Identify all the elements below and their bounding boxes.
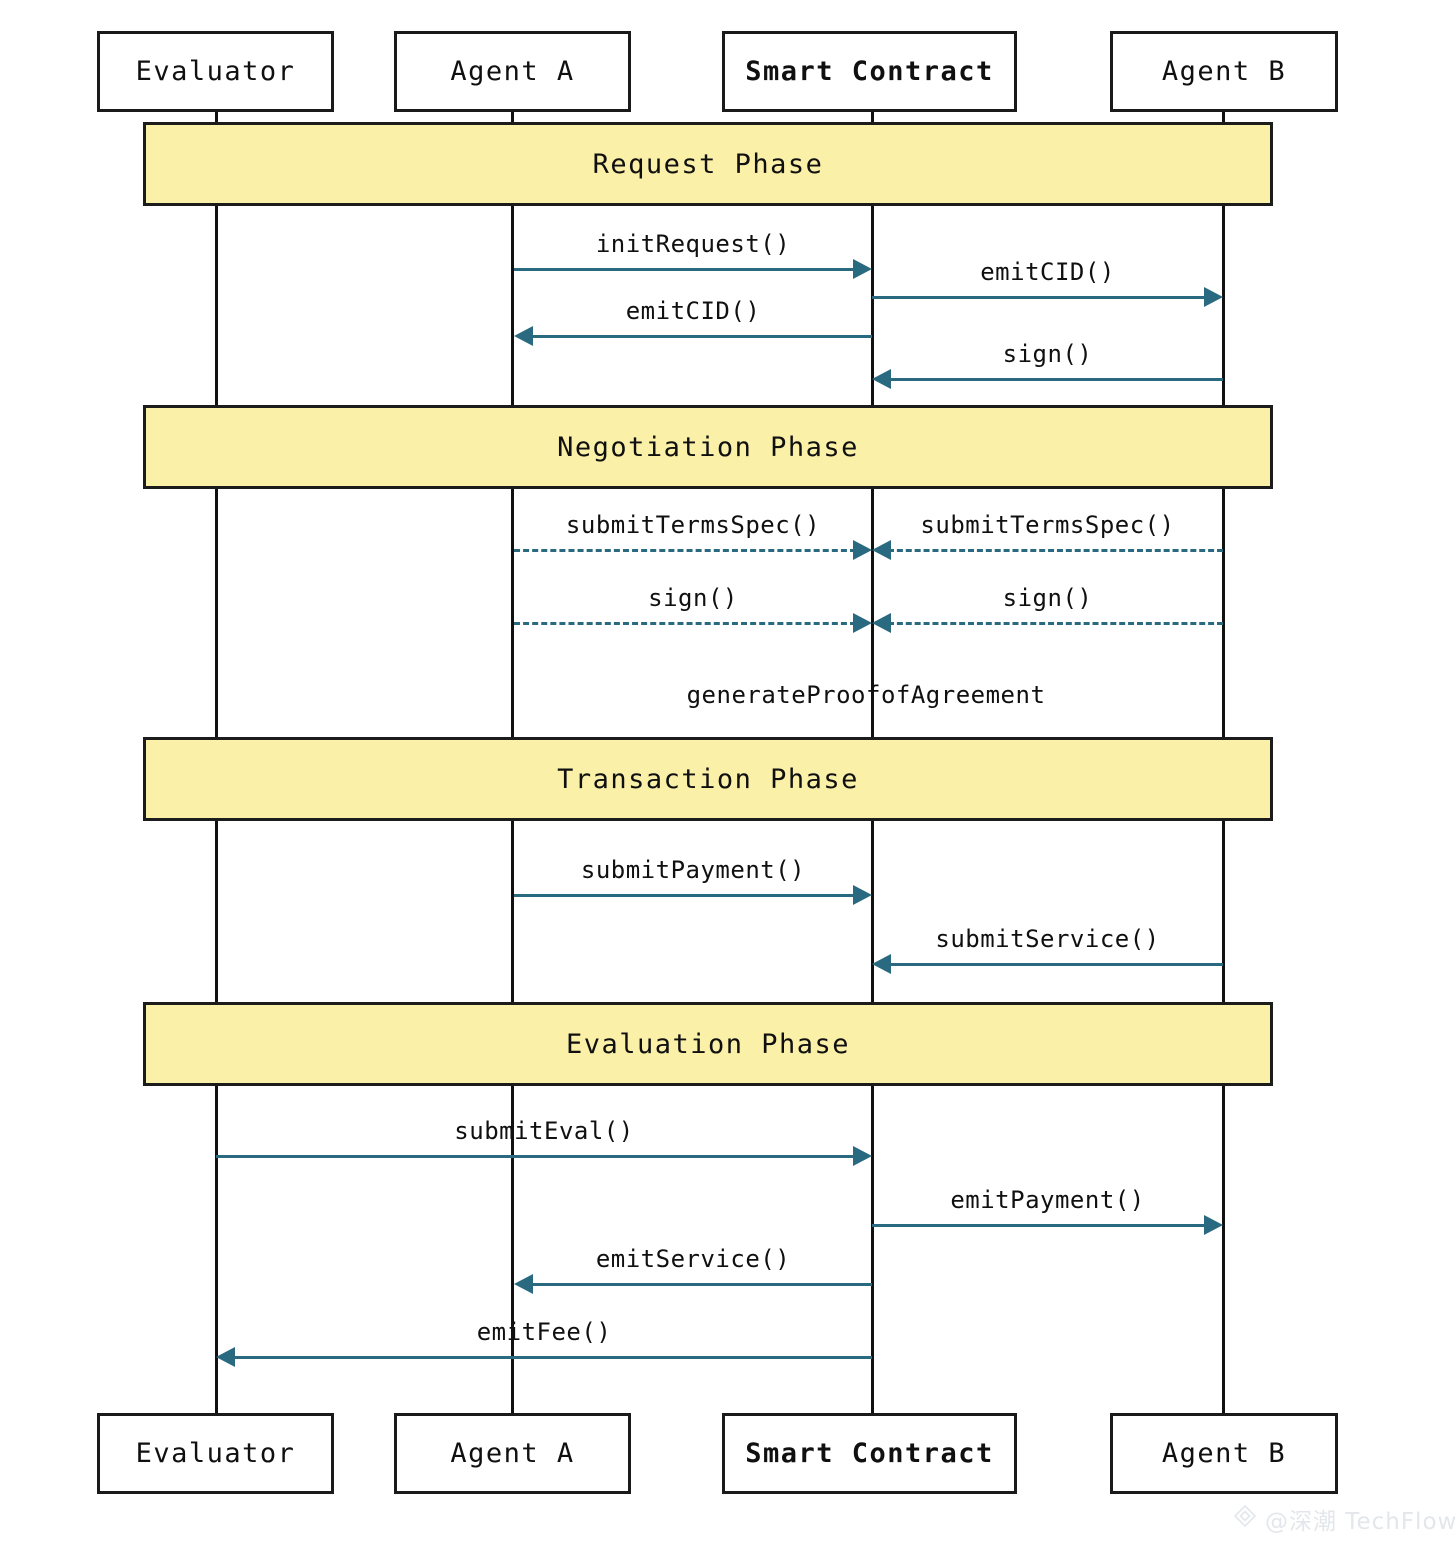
message-label: submitTermsSpec() bbox=[920, 511, 1175, 539]
message-arrowhead bbox=[514, 1274, 533, 1294]
message-arrowhead bbox=[1204, 287, 1223, 307]
message-line bbox=[888, 622, 1223, 625]
participant-label: Smart Contract bbox=[745, 1438, 994, 1469]
message-line bbox=[888, 963, 1223, 966]
message-arrowhead bbox=[853, 1146, 872, 1166]
participant-label: Agent B bbox=[1161, 1438, 1287, 1469]
participant-header-box-smart-contract: Smart Contract bbox=[722, 31, 1017, 112]
participant-label: Agent A bbox=[450, 1438, 575, 1469]
message-arrowhead bbox=[853, 259, 872, 279]
message-line bbox=[216, 1155, 856, 1158]
diamond-logo-icon bbox=[1232, 1503, 1258, 1535]
participant-footer-box-agent-b: Agent B bbox=[1110, 1413, 1338, 1494]
note-generateproofofagreement: generateProofofAgreement bbox=[686, 681, 1046, 709]
message-label: submitTermsSpec() bbox=[565, 511, 821, 539]
phase-band-label: Evaluation Phase bbox=[565, 1028, 851, 1060]
phase-band-negotiation-phase: Negotiation Phase bbox=[143, 405, 1273, 489]
message-line bbox=[888, 549, 1223, 552]
message-line bbox=[514, 268, 856, 271]
message-label: initRequest() bbox=[595, 230, 791, 258]
participant-footer-box-smart-contract: Smart Contract bbox=[722, 1413, 1017, 1494]
message-line bbox=[514, 894, 856, 897]
message-arrowhead bbox=[514, 326, 533, 346]
message-line bbox=[232, 1356, 872, 1359]
message-line bbox=[514, 549, 856, 552]
message-line bbox=[872, 1224, 1207, 1227]
phase-band-evaluation-phase: Evaluation Phase bbox=[143, 1002, 1273, 1086]
message-label: emitPayment() bbox=[950, 1186, 1145, 1214]
message-arrowhead bbox=[853, 885, 872, 905]
phase-band-label: Negotiation Phase bbox=[557, 431, 859, 463]
phase-band-request-phase: Request Phase bbox=[143, 122, 1273, 206]
watermark: @深潮 TechFlow bbox=[1232, 1502, 1456, 1536]
message-label: emitCID() bbox=[980, 258, 1115, 286]
participant-label: Evaluator bbox=[135, 1438, 296, 1469]
phase-band-label: Request Phase bbox=[592, 148, 824, 180]
message-line bbox=[872, 296, 1207, 299]
phase-band-transaction-phase: Transaction Phase bbox=[143, 737, 1273, 821]
message-arrowhead bbox=[1204, 1215, 1223, 1235]
message-arrowhead bbox=[853, 613, 872, 633]
participant-footer-box-evaluator: Evaluator bbox=[97, 1413, 334, 1494]
message-line bbox=[888, 378, 1223, 381]
participant-header-box-agent-b: Agent B bbox=[1110, 31, 1338, 112]
phase-band-label: Transaction Phase bbox=[557, 763, 859, 795]
message-line bbox=[530, 1283, 872, 1286]
participant-footer-box-agent-a: Agent A bbox=[394, 1413, 631, 1494]
participant-header-box-evaluator: Evaluator bbox=[97, 31, 334, 112]
message-label: emitCID() bbox=[625, 297, 761, 325]
message-arrowhead bbox=[872, 540, 891, 560]
message-label: sign() bbox=[648, 584, 738, 612]
participant-header-box-agent-a: Agent A bbox=[394, 31, 631, 112]
message-arrowhead bbox=[853, 540, 872, 560]
participant-label: Evaluator bbox=[135, 56, 296, 87]
message-label: submitPayment() bbox=[580, 856, 806, 884]
message-label: emitFee() bbox=[476, 1318, 612, 1346]
message-arrowhead bbox=[872, 954, 891, 974]
watermark-handle: @深潮 TechFlow bbox=[1265, 1509, 1456, 1535]
message-label: sign() bbox=[1002, 584, 1093, 612]
message-label: submitEval() bbox=[454, 1117, 634, 1145]
message-label: emitService() bbox=[595, 1245, 791, 1273]
message-label: submitService() bbox=[935, 925, 1160, 953]
participant-label: Agent A bbox=[450, 56, 575, 87]
message-line bbox=[530, 335, 872, 338]
message-label: sign() bbox=[1002, 340, 1093, 368]
message-arrowhead bbox=[872, 613, 891, 633]
message-line bbox=[514, 622, 856, 625]
participant-label: Smart Contract bbox=[745, 56, 994, 87]
participant-label: Agent B bbox=[1161, 56, 1287, 87]
message-arrowhead bbox=[872, 369, 891, 389]
message-arrowhead bbox=[216, 1347, 235, 1367]
